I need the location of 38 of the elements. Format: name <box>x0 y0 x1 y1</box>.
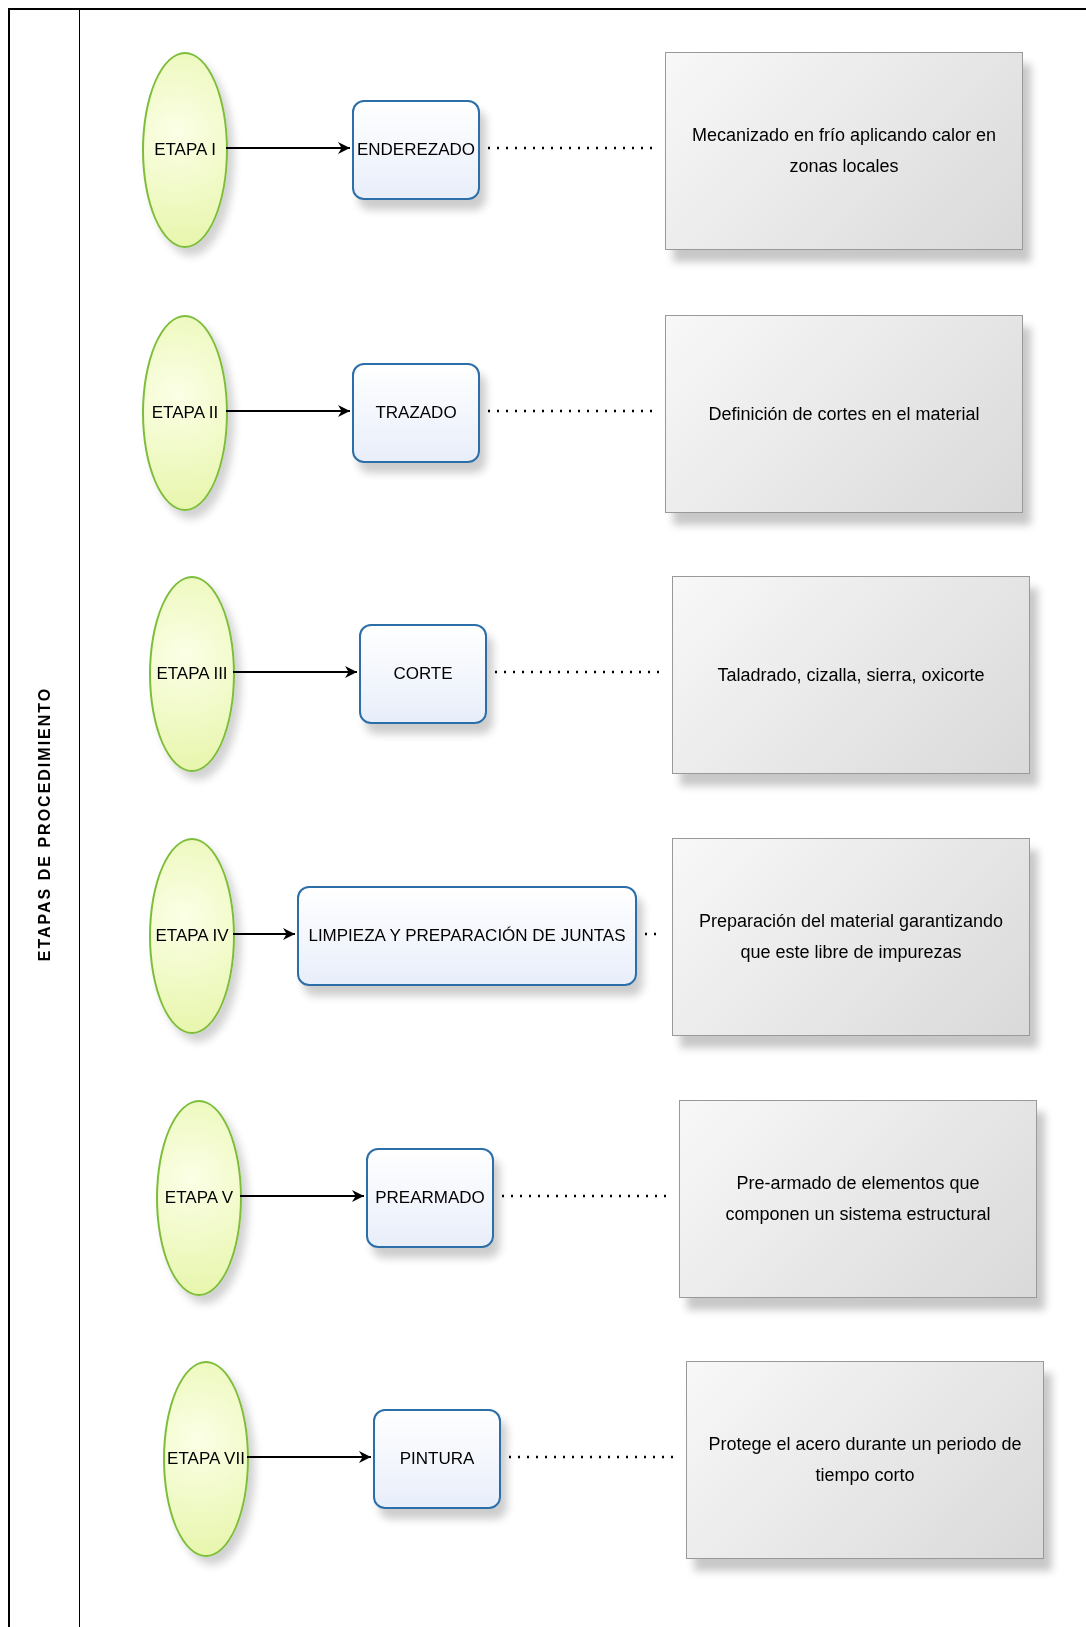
task-box <box>366 1148 494 1248</box>
description-box <box>679 1100 1037 1298</box>
arrow <box>225 405 351 417</box>
description-text: Pre-armado de elementos que componen un sistema estructural <box>724 1172 992 1226</box>
description-box <box>672 576 1030 774</box>
task-box <box>297 886 637 986</box>
pool-frame <box>8 8 1086 1627</box>
arrow <box>225 142 351 154</box>
description-text: Taladrado, cizalla, sierra, oxicorte <box>717 663 985 687</box>
node-label: ENDEREZADO <box>356 140 476 160</box>
node-label: ETAPA II <box>151 403 219 423</box>
node-label: LIMPIEZA Y PREPARACIÓN DE JUNTAS <box>308 926 626 946</box>
description-text: Preparación del material garantizando que este libre de impurezas <box>697 910 1005 964</box>
arrow <box>246 1451 372 1463</box>
node-label: ETAPA VII <box>167 1449 245 1469</box>
node-label: ETAPA I <box>154 140 216 160</box>
node-label: CORTE <box>393 664 453 684</box>
description-box <box>665 52 1023 250</box>
description-text: Mecanizado en frío aplicando calor en zonas locales <box>690 124 998 178</box>
arrow <box>239 1190 365 1202</box>
description-text: Definición de cortes en el material <box>708 402 980 426</box>
arrow <box>232 928 296 940</box>
arrow <box>232 666 358 678</box>
task-box <box>352 363 480 463</box>
node-label: PREARMADO <box>375 1188 485 1208</box>
description-text: Protege el acero durante un periodo de tiempo corto <box>707 1433 1023 1487</box>
node-label: ETAPA III <box>156 664 228 684</box>
node-label: ETAPA V <box>164 1188 234 1208</box>
task-box <box>352 100 480 200</box>
task-box <box>359 624 487 724</box>
task-box <box>373 1409 501 1509</box>
description-box <box>686 1361 1044 1559</box>
description-box <box>672 838 1030 1036</box>
lane-title: ETAPAS DE PROCEDIMIENTO <box>36 686 54 962</box>
description-box <box>665 315 1023 513</box>
node-label: PINTURA <box>399 1449 475 1469</box>
node-label: ETAPA IV <box>155 926 229 946</box>
node-label: TRAZADO <box>375 403 457 423</box>
